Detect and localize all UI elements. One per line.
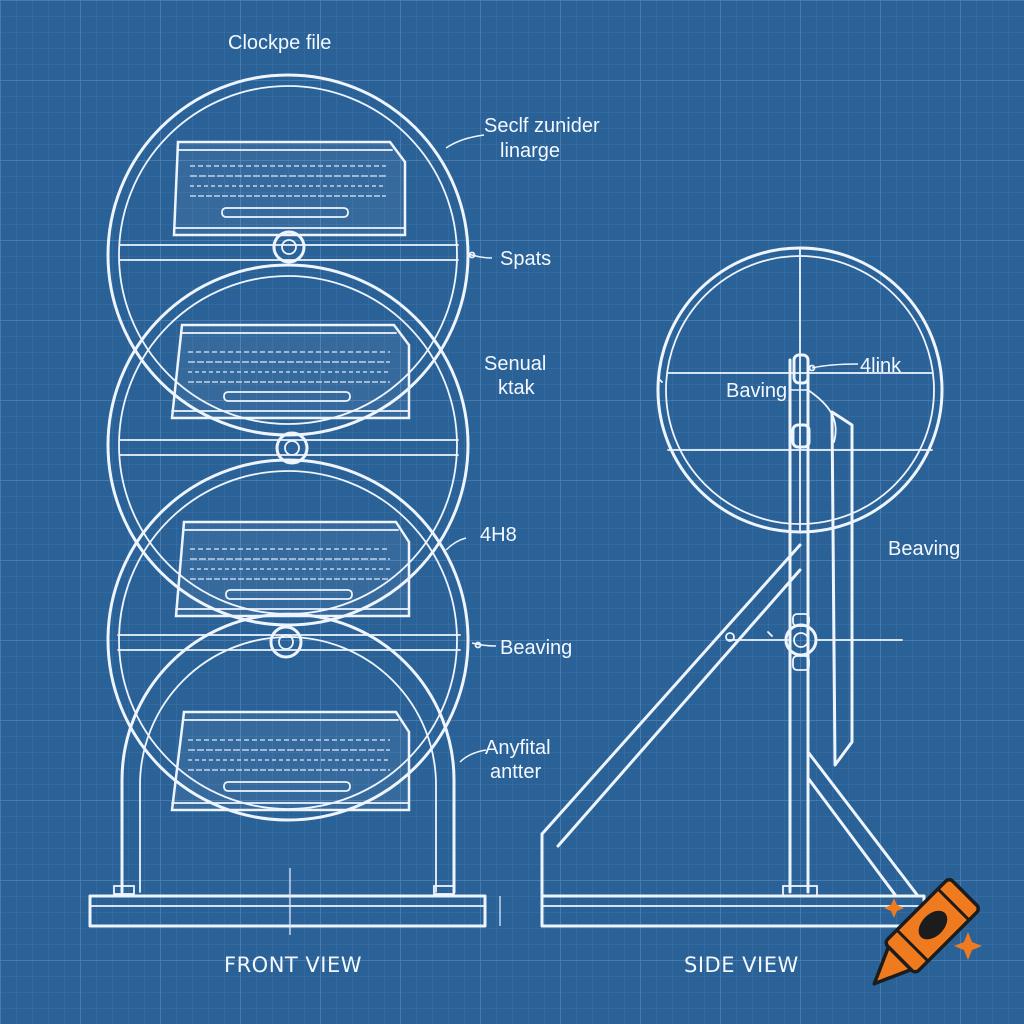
labels: Clockpe file Seclf zunider linarge Spats… [224, 32, 960, 977]
front-panel-4 [170, 710, 411, 812]
front-ring-3 [106, 458, 470, 822]
front-base [88, 868, 501, 935]
front-arch [120, 612, 456, 894]
front-hub-2 [275, 431, 309, 465]
sparkle-icon [884, 898, 904, 918]
front-view-title: FRONT VIEW [224, 953, 362, 977]
callout-label-6a: Anyfital [485, 737, 551, 759]
callout-label-1a: Seclf zunider [484, 115, 600, 137]
callout-label-5: Beaving [500, 637, 572, 659]
side-label-beaving-2: Beaving [888, 538, 960, 560]
front-hub-3 [269, 625, 303, 659]
side-panel [830, 410, 854, 767]
side-hub [767, 623, 903, 657]
front-panel-3 [174, 520, 411, 618]
top-label: Clockpe file [228, 32, 331, 54]
front-hub-1 [272, 230, 306, 264]
callout-label-2: Spats [500, 248, 551, 270]
side-label-link: 4link [860, 355, 902, 377]
front-view [88, 73, 501, 935]
sparkle-icon [954, 932, 982, 960]
callout-label-3a: Senual [484, 353, 546, 375]
callout-label-4: 4H8 [480, 524, 517, 546]
crayon-icon [872, 877, 982, 986]
side-label-beaving-1: Baving [726, 380, 787, 402]
side-ring [656, 246, 944, 534]
side-view-title: SIDE VIEW [684, 953, 799, 977]
callout-label-3b: ktak [498, 377, 536, 399]
callout-label-1b: linarge [500, 140, 560, 162]
front-panel-2 [170, 323, 411, 420]
front-panel-1 [172, 140, 407, 237]
front-ring-2 [106, 263, 470, 627]
side-hinges [791, 353, 837, 671]
callout-label-6b: antter [490, 761, 541, 783]
callout-leaders [445, 134, 859, 763]
side-view [540, 246, 944, 928]
side-braces [540, 543, 920, 898]
